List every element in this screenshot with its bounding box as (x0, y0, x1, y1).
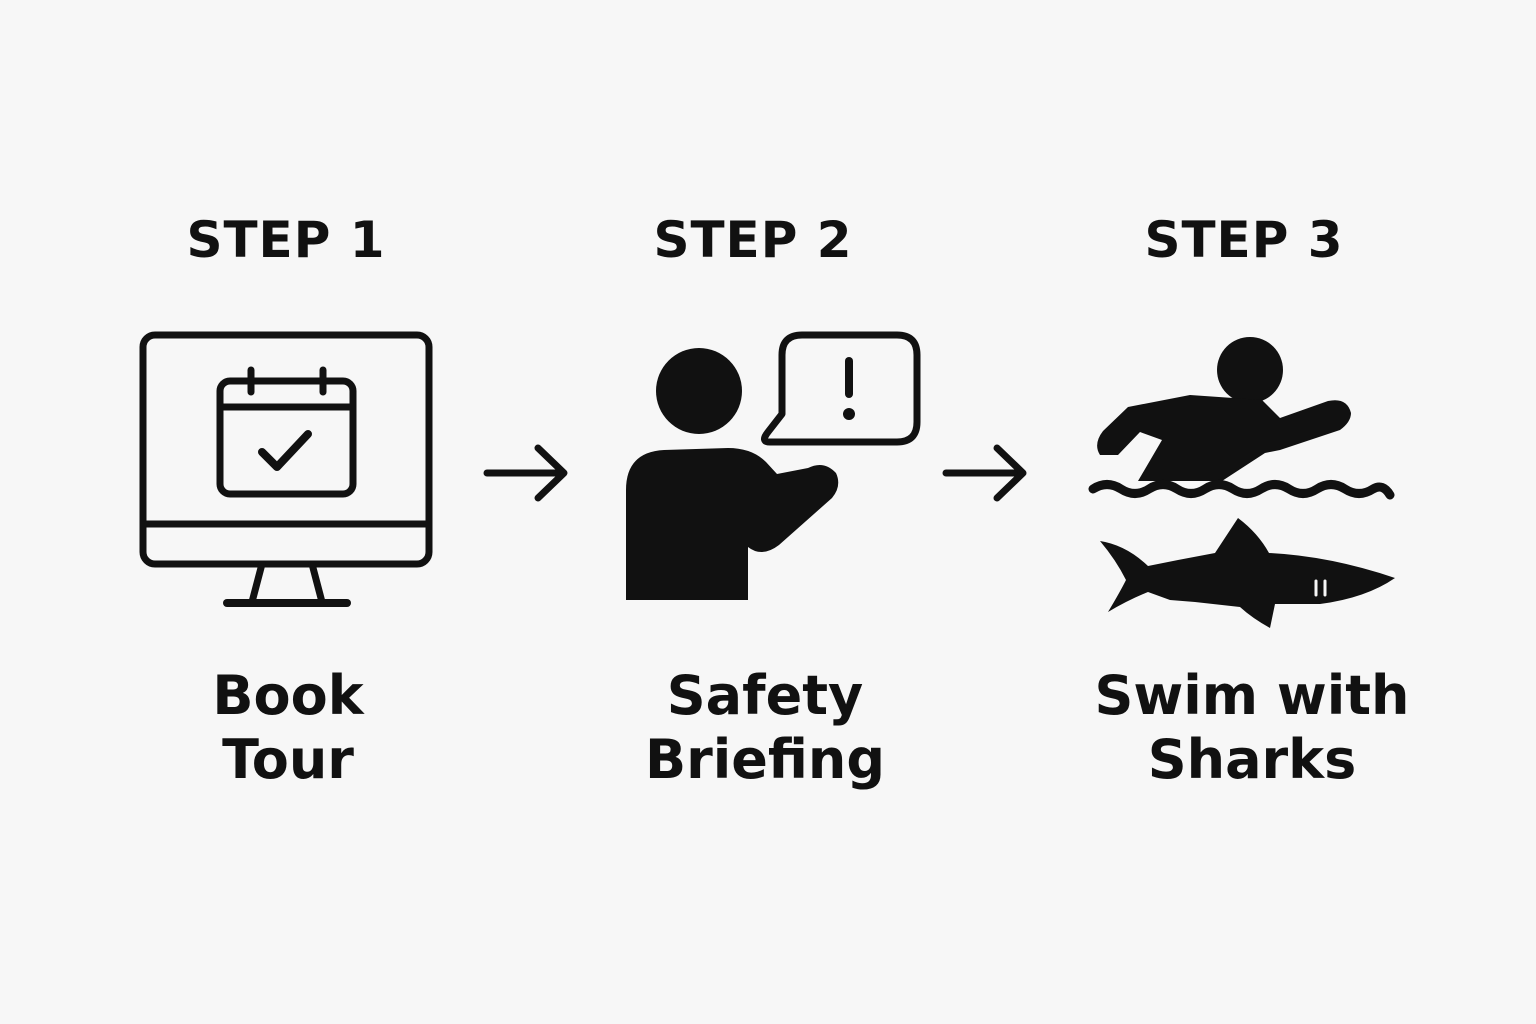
step-3-caption-line-2: Sharks (1147, 728, 1357, 791)
step-2-caption-line-1: Safety (666, 664, 864, 727)
step-3-caption: Swim with Sharks (1042, 664, 1462, 792)
step-1-heading: STEP 1 (186, 211, 386, 269)
step-2-heading: STEP 2 (653, 211, 853, 269)
arrow-right-icon (942, 444, 1027, 502)
arrow-right-icon (483, 444, 568, 502)
person-speech-alert-icon (626, 331, 921, 600)
step-2-caption: Safety Briefing (555, 664, 975, 792)
step-3-caption-line-1: Swim with (1094, 664, 1410, 727)
step-3-heading: STEP 3 (1144, 211, 1344, 269)
step-1-caption: Book Tour (78, 664, 498, 792)
computer-calendar-icon (139, 331, 433, 607)
step-1-caption-line-2: Tour (222, 728, 354, 791)
step-2-caption-line-2: Briefing (644, 728, 886, 791)
step-1-caption-line-1: Book (212, 664, 364, 727)
swimmer-shark-icon (1088, 337, 1395, 628)
